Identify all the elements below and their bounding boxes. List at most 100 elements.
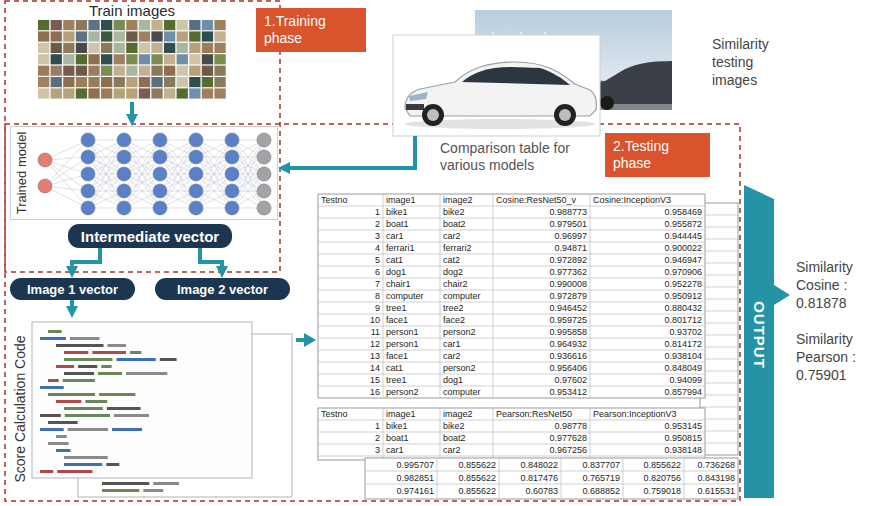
train-thumbnail	[101, 54, 112, 64]
table-rule	[318, 386, 705, 387]
table-cell: 0.995858	[493, 326, 590, 338]
train-thumbnail	[63, 43, 74, 53]
code-line	[98, 372, 122, 375]
table-header: image1	[383, 194, 440, 206]
train-thumbnail	[214, 43, 225, 53]
table-cell: 0.967256	[493, 444, 590, 456]
train-thumbnail	[164, 20, 175, 30]
train-thumbnail	[202, 31, 213, 41]
table-rule	[318, 456, 705, 457]
table-cell: 0.995707	[365, 459, 437, 471]
code-line	[64, 407, 103, 410]
train-thumbnail	[151, 43, 162, 53]
table-cell: 3	[318, 444, 383, 456]
train-thumbnail	[38, 66, 49, 76]
cosine-table	[318, 194, 705, 398]
code-line	[143, 489, 163, 492]
train-thumbnail	[126, 54, 137, 64]
network-neuron	[117, 167, 131, 181]
table-cell: 0.820756	[623, 472, 684, 484]
code-line	[40, 428, 64, 431]
flow-arrow	[70, 300, 74, 306]
table-rule	[318, 290, 705, 291]
table-cell: 12	[318, 338, 383, 350]
output-chevron	[744, 185, 790, 498]
car-rim	[559, 109, 571, 121]
train-thumbnail	[202, 77, 213, 87]
table-cell: car2	[440, 350, 493, 362]
table-cell: tree2	[440, 302, 493, 314]
phase-label: 2.Testing phase	[605, 133, 710, 177]
network-link	[160, 140, 196, 191]
table-cell: 0.688852	[561, 485, 623, 497]
code-line	[64, 351, 88, 354]
train-thumbnail	[88, 88, 99, 98]
table-cell: car1	[383, 444, 440, 456]
train-thumbnail	[114, 77, 125, 87]
table-header: image2	[440, 194, 493, 206]
table-rule	[684, 458, 685, 499]
table-cell: bike1	[383, 420, 440, 432]
network-link	[160, 157, 196, 208]
table-rule	[700, 287, 738, 288]
train-thumbnail	[88, 54, 99, 64]
table-cell: bike2	[440, 420, 493, 432]
train-thumbnail	[126, 31, 137, 41]
network-link	[196, 140, 232, 191]
code-line	[65, 414, 110, 417]
network-neuron	[38, 179, 52, 193]
train-thumbnail	[177, 54, 188, 64]
train-thumbnail	[51, 31, 62, 41]
table-cell: 1	[318, 206, 383, 218]
table-rule	[318, 432, 705, 433]
code-line	[108, 344, 126, 347]
network-neuron	[189, 167, 203, 181]
vector-box: Image 2 vector	[155, 278, 290, 300]
train-thumbnail	[114, 43, 125, 53]
table-header: Cosine:InceptionV3	[590, 194, 705, 206]
train-thumbnail	[151, 77, 162, 87]
table-cell: computer	[383, 290, 440, 302]
table-rule	[318, 444, 705, 445]
network-neuron	[189, 150, 203, 164]
network-neuron	[257, 150, 271, 164]
table-cell: 0.94871	[493, 242, 590, 254]
train-thumbnail	[177, 43, 188, 53]
phase-label-text: 1.Training phase	[264, 13, 358, 47]
code-line	[116, 358, 155, 361]
network-neuron	[153, 184, 167, 198]
train-thumbnail	[164, 77, 175, 87]
table-rule	[700, 407, 738, 408]
table-rule	[365, 484, 738, 485]
output-arrow-line	[296, 338, 305, 342]
table-cell: ferrari2	[440, 242, 493, 254]
train-thumbnail	[139, 54, 150, 64]
table-cell: face1	[383, 350, 440, 362]
table-cell: 0.988773	[493, 206, 590, 218]
table-rule	[440, 408, 441, 460]
train-thumbnail	[151, 20, 162, 30]
table-cell: 0.938148	[590, 444, 705, 456]
testing-images-text: Similarity testing images	[712, 35, 792, 89]
table-rule	[318, 314, 705, 315]
table-cell: cat1	[383, 362, 440, 374]
table-cell: 0.855622	[623, 459, 684, 471]
train-thumbnail	[151, 31, 162, 41]
train-thumbnail	[126, 20, 137, 30]
table-rule	[318, 254, 705, 255]
table-header: Testno	[318, 194, 383, 206]
code-line	[112, 428, 142, 431]
network-link	[124, 157, 160, 208]
code-line	[102, 489, 139, 492]
table-cell: 0.953412	[493, 386, 590, 398]
train-thumbnail	[101, 88, 112, 98]
table-cell: 0.98778	[493, 420, 590, 432]
vector-box: Intermediate vector	[68, 224, 232, 248]
table-cell: dog1	[383, 266, 440, 278]
table-rule	[499, 458, 500, 499]
table-cell: car2	[440, 230, 493, 242]
table-rule	[700, 371, 738, 372]
table-cell: bike1	[383, 206, 440, 218]
network-neuron	[81, 133, 95, 147]
network-link	[196, 157, 232, 208]
